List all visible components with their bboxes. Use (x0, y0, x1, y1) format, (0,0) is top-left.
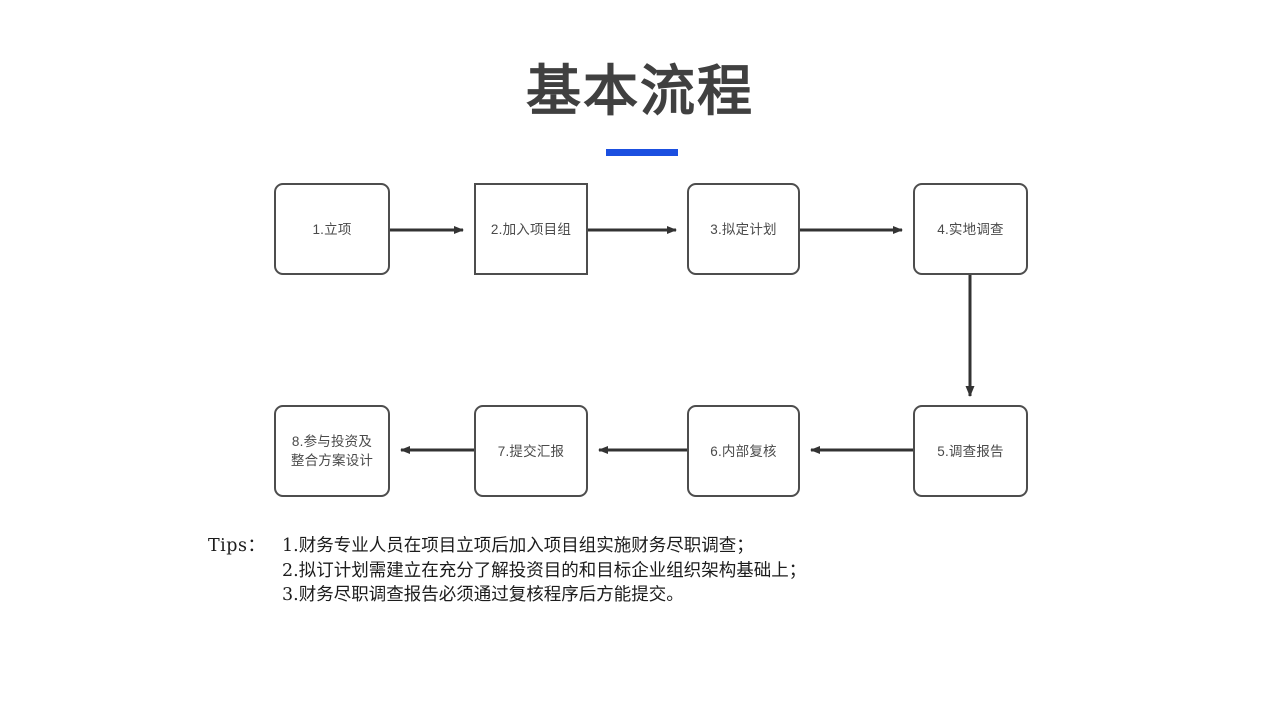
tips-item-3: 3.财务尽职调查报告必须通过复核程序后方能提交。 (282, 585, 684, 605)
tips-row-2: 2.拟订计划需建立在充分了解投资目的和目标企业组织架构基础上； (208, 559, 806, 584)
tips-row-3: 3.财务尽职调查报告必须通过复核程序后方能提交。 (208, 583, 806, 608)
flow-node-6[interactable]: 6.内部复核 (687, 405, 800, 497)
flow-node-6-label: 6.内部复核 (710, 443, 777, 459)
tips-item-1: 1.财务专业人员在项目立项后加入项目组实施财务尽职调查； (282, 536, 754, 556)
flow-node-5-label: 5.调查报告 (937, 443, 1004, 459)
flow-node-8[interactable]: 8.参与投资及 整合方案设计 (274, 405, 390, 497)
page-title: 基本流程 (525, 60, 754, 122)
title-underline-accent (606, 149, 678, 156)
flow-node-7[interactable]: 7.提交汇报 (474, 405, 588, 497)
tips-block: Tips： 1.财务专业人员在项目立项后加入项目组实施财务尽职调查； 2.拟订计划… (208, 534, 806, 608)
flow-node-5[interactable]: 5.调查报告 (913, 405, 1028, 497)
tips-item-2: 2.拟订计划需建立在充分了解投资目的和目标企业组织架构基础上； (282, 560, 807, 581)
tips-label: Tips： (208, 536, 266, 556)
flow-node-3[interactable]: 3.拟定计划 (687, 183, 800, 275)
flow-node-4[interactable]: 4.实地调查 (913, 183, 1028, 275)
flow-node-3-label: 3.拟定计划 (710, 221, 777, 237)
flow-node-1-label: 1.立项 (312, 221, 352, 237)
flow-node-4-label: 4.实地调查 (937, 221, 1004, 237)
flow-node-2[interactable]: 2.加入项目组 (474, 183, 588, 275)
flow-node-8-label-group: 8.参与投资及 整合方案设计 (291, 432, 373, 470)
flow-node-1[interactable]: 1.立项 (274, 183, 390, 275)
flow-node-2-label: 2.加入项目组 (490, 221, 572, 237)
tips-row-1: Tips： 1.财务专业人员在项目立项后加入项目组实施财务尽职调查； (208, 534, 806, 559)
flow-node-7-label: 7.提交汇报 (497, 443, 565, 459)
flow-node-8-label-line2: 整合方案设计 (290, 453, 374, 468)
flow-node-8-label-line1: 8.参与投资及 (291, 434, 373, 449)
